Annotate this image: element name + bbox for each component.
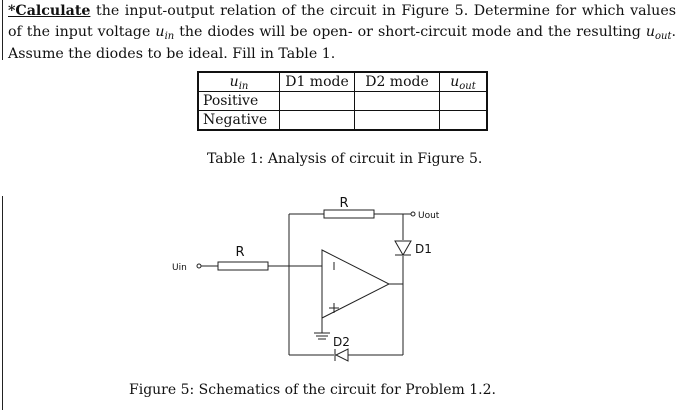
uout-terminal — [410, 211, 416, 217]
figure-caption: Figure 5: Schematics of the circuit for … — [129, 382, 496, 398]
d2-label: D2 — [333, 335, 350, 349]
resistor-input-label: R — [235, 245, 244, 260]
resistor-feedback-label: R — [339, 196, 348, 211]
analysis-table: uin D1 mode D2 mode uout Positive Negati… — [197, 71, 488, 131]
header-d2-mode: D2 mode — [354, 71, 440, 92]
table-row: Negative — [197, 110, 488, 131]
cell-uout-positive[interactable] — [439, 91, 488, 111]
resistor-input — [217, 261, 269, 271]
cell-d2-negative[interactable] — [354, 110, 440, 131]
problem-statement: *Calculate the input-output relation of … — [8, 1, 676, 65]
plus-marker — [329, 303, 339, 313]
problem-text-2: the diodes will be open- or short-circui… — [174, 24, 646, 40]
d1-label: D1 — [415, 242, 432, 256]
uin-label: Uin — [172, 263, 187, 273]
table-row: Positive — [197, 91, 488, 111]
header-uout: uout — [439, 71, 488, 92]
problem-lead: *Calculate — [8, 3, 91, 19]
row-label-positive: Positive — [197, 91, 280, 111]
margin-rule-top — [2, 0, 3, 60]
margin-rule-bottom — [2, 196, 3, 410]
table-caption: Table 1: Analysis of circuit in Figure 5… — [207, 151, 483, 167]
uout-label: Uout — [418, 211, 440, 221]
var-uin: uin — [155, 24, 175, 42]
var-uout: uout — [645, 24, 672, 42]
problem-text-3: . Assume the diodes to be ideal. Fill in… — [8, 24, 676, 62]
header-d1-mode: D1 mode — [279, 71, 355, 92]
problem-text-1: the input-output relation of the circuit… — [8, 3, 676, 40]
uin-terminal — [196, 263, 202, 269]
diode-d1 — [394, 240, 412, 257]
op-amp — [321, 249, 391, 319]
row-label-negative: Negative — [197, 110, 280, 131]
resistor-feedback — [323, 209, 375, 219]
cell-uout-negative[interactable] — [439, 110, 488, 131]
diode-d2 — [334, 348, 349, 362]
table-header-row: uin D1 mode D2 mode uout — [197, 71, 488, 92]
cell-d2-positive[interactable] — [354, 91, 440, 111]
